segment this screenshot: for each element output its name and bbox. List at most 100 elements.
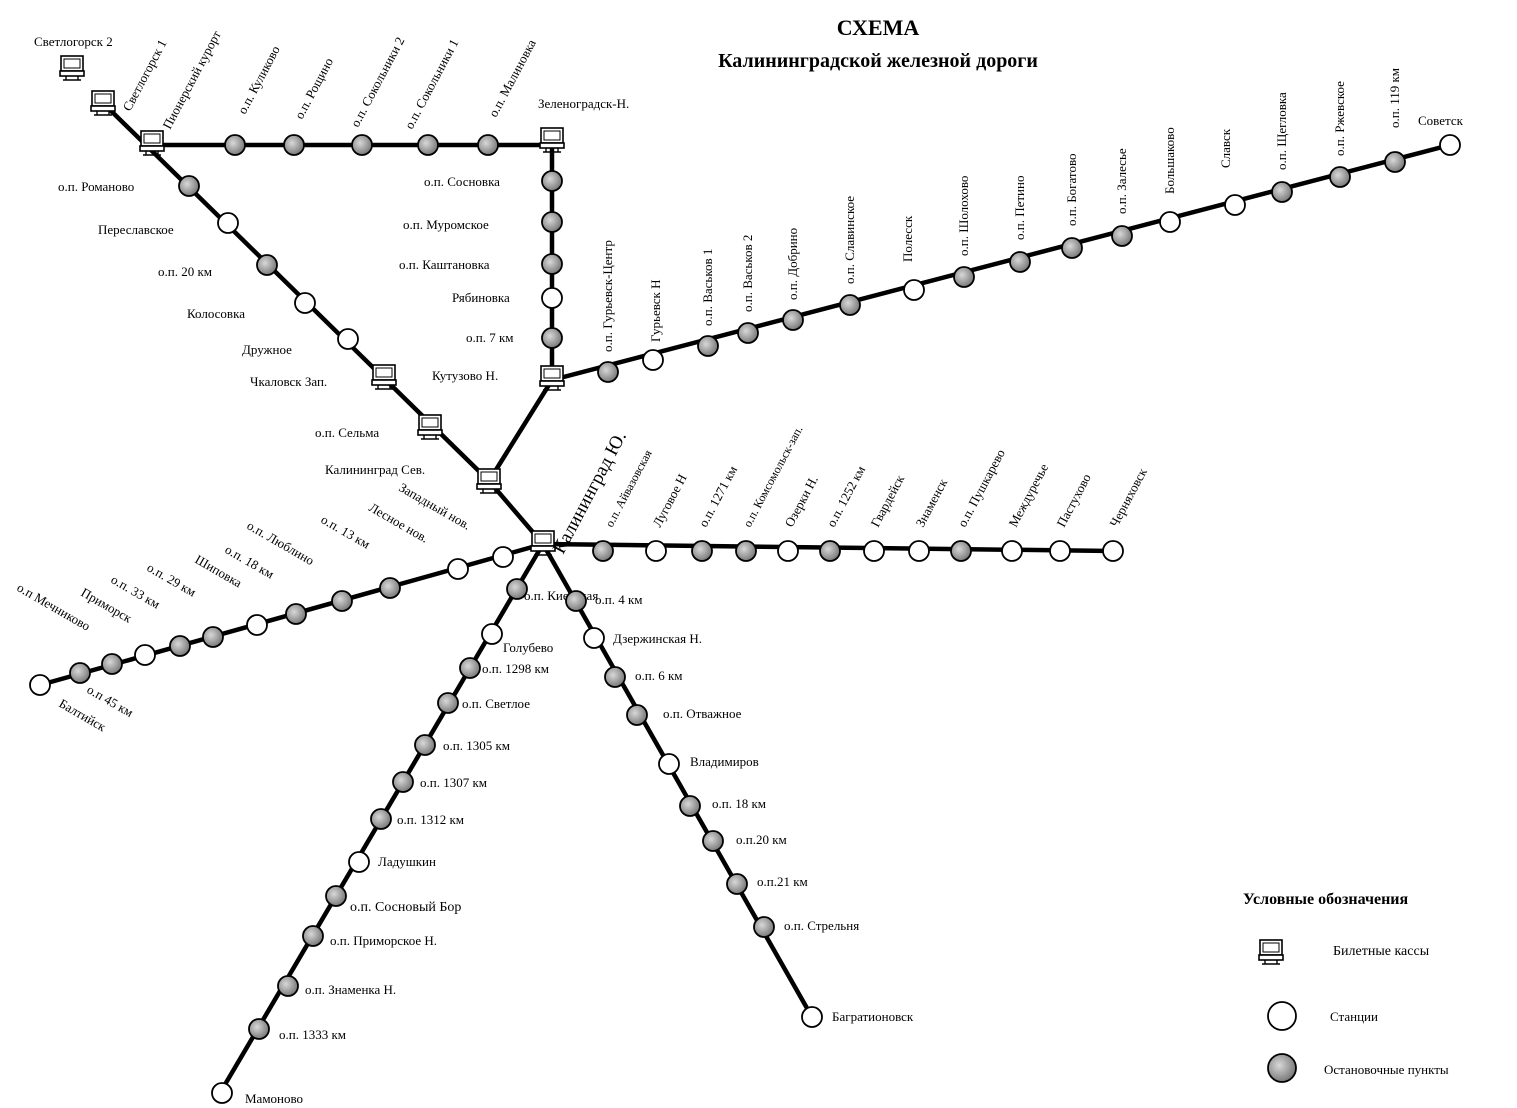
station-label: о.п. Добрино — [785, 228, 800, 300]
station-label: о.п. Знаменка Н. — [305, 982, 396, 997]
stop-point-icon — [351, 134, 373, 156]
station-label: Славск — [1218, 128, 1233, 168]
station-label: о.п. Светлое — [462, 696, 530, 711]
stop-point-icon — [224, 134, 246, 156]
station-label: о.п. Славинское — [842, 196, 857, 284]
stop-point-icon — [283, 134, 305, 156]
station-label: о.п. Сосновка — [424, 174, 500, 189]
stop-point-icon — [370, 808, 392, 830]
legend-label-station: Станции — [1330, 1009, 1378, 1024]
legend-label-ticket-office: Билетные кассы — [1333, 944, 1430, 959]
station-label: о.п. Сельма — [315, 425, 379, 440]
stop-point-icon — [679, 795, 701, 817]
stop-point-icon — [1009, 251, 1031, 273]
stop-point-icon — [248, 1018, 270, 1040]
station-icon — [481, 623, 503, 645]
stop-point-icon — [69, 662, 91, 684]
station-label: Мамоново — [245, 1091, 303, 1106]
station-label: о.п. 1307 км — [420, 775, 487, 790]
station-icon — [777, 540, 799, 562]
stop-point-icon — [1111, 225, 1133, 247]
station-label: о.п. Гурьевск-Центр — [600, 240, 615, 352]
station-label: Светлогорск 1 — [119, 37, 169, 114]
station-label: Кутузово Н. — [432, 368, 498, 383]
station-label: Знаменск — [912, 476, 950, 530]
stop-point-icon — [506, 578, 528, 600]
station-label: Ладушкин — [378, 854, 436, 869]
stop-point-icon — [819, 540, 841, 562]
station-icon — [294, 292, 316, 314]
station-label: Черняховск — [1106, 465, 1150, 529]
stop-point-icon — [477, 134, 499, 156]
stop-point-icon — [697, 335, 719, 357]
stop-point-icon — [417, 134, 439, 156]
stop-point-icon — [437, 692, 459, 714]
stop-point-icon — [839, 294, 861, 316]
line-bagrationovsk — [540, 541, 815, 1020]
legend: Условные обозначения Билетные кассы Стан… — [1243, 891, 1449, 1083]
ticket-office-icon — [539, 365, 565, 391]
line-kutuzovo-kaliningrad — [486, 377, 555, 484]
station-icon — [246, 614, 268, 636]
stop-point-icon — [541, 327, 563, 349]
station-label: о.п. Каштановка — [399, 257, 490, 272]
station-label: о.п Мечниково — [15, 580, 93, 634]
station-label: о.п. Богатово — [1064, 154, 1079, 227]
stop-point-icon — [379, 577, 401, 599]
line-group-svetlogorsk-kaliningrad: Светлогорск 2 Светлогорск 1 о.п. Романов… — [34, 34, 502, 494]
station-label: о.п. 4 км — [595, 592, 643, 607]
stop-point-icon — [691, 540, 713, 562]
station-label: о.п. Васьков 2 — [740, 235, 755, 312]
stop-point-icon — [565, 590, 587, 612]
ticket-office-icon — [139, 130, 165, 156]
legend-heading: Условные обозначения — [1243, 891, 1409, 908]
station-label: о.п. Васьков 1 — [700, 249, 715, 326]
stop-point-icon — [1061, 237, 1083, 259]
station-label: Гурьевск Н — [648, 279, 663, 342]
station-label: о.п. 119 км — [1387, 68, 1402, 128]
stop-point-icon — [1271, 181, 1293, 203]
stop-point-icon — [782, 309, 804, 331]
stop-point-icon — [459, 657, 481, 679]
legend-label-stop-point: Остановочные пункты — [1324, 1062, 1449, 1077]
line-group-mamonovo: о.п. Киевская Голубево о.п. 1298 км о.п.… — [211, 578, 598, 1106]
station-label: о.п. Приморское Н. — [330, 933, 437, 948]
line-group-svetlogorsk-zelenogradsk: Пионерский курорт о.п. Куликово о.п. Рощ… — [139, 28, 629, 156]
station-label: Пионерский курорт — [159, 28, 224, 132]
stop-point-icon — [414, 734, 436, 756]
line-group-bagrationovsk: о.п. 4 км Дзержинская Н. о.п. 6 км о.п. … — [565, 590, 914, 1028]
station-label: Зеленоградск-Н. — [538, 96, 629, 111]
station-icon — [1267, 1001, 1297, 1031]
station-label: Голубево — [503, 640, 553, 655]
station-label: о.п. Стрельня — [784, 918, 859, 933]
map-title: СХЕМА — [837, 15, 920, 40]
station-label: Гвардейск — [867, 472, 907, 530]
line-group-chernyakhovsk: о.п. Айвазовская Луговое Н о.п. 1271 км … — [592, 423, 1150, 562]
stop-point-icon — [325, 885, 347, 907]
station-label: Луговое Н — [649, 471, 689, 529]
station-label: о.п. 18 км — [712, 796, 766, 811]
station-label: о.п. Романово — [58, 179, 134, 194]
station-label: Владимиров — [690, 754, 759, 769]
station-icon — [863, 540, 885, 562]
station-label: о.п. Щегловка — [1274, 92, 1289, 170]
station-label: о.п. Рощино — [291, 55, 336, 121]
station-label: Озерки Н. — [781, 473, 821, 529]
station-label: Колосовка — [187, 306, 245, 321]
station-label: Советск — [1418, 113, 1464, 128]
station-icon — [801, 1006, 823, 1028]
station-icon — [348, 851, 370, 873]
station-label: о.п. Куликово — [234, 43, 282, 116]
station-label: о.п. 1305 км — [443, 738, 510, 753]
station-icon — [211, 1082, 233, 1104]
stop-point-icon — [541, 253, 563, 275]
stop-point-icon — [597, 361, 619, 383]
stop-point-icon — [592, 540, 614, 562]
hub-kaliningrad-south: Калининград Ю. — [530, 428, 631, 557]
stop-point-icon — [277, 975, 299, 997]
ticket-office-icon — [1258, 939, 1284, 965]
station-icon — [217, 212, 239, 234]
station-label: Пастухово — [1053, 471, 1093, 529]
station-label: Багратионовск — [832, 1009, 914, 1024]
